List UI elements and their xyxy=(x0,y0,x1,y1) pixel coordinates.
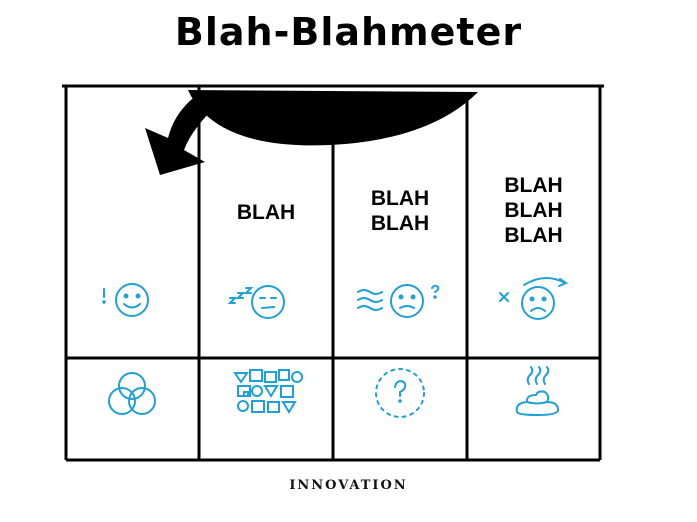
column-4-line-1: BLAH xyxy=(504,174,563,197)
column-2-text: BLAH xyxy=(199,200,333,225)
column-3-text: BLAH BLAH xyxy=(333,186,467,236)
steaming-pile-icon xyxy=(515,366,560,417)
page-title: Blah-Blahmeter xyxy=(174,10,523,54)
column-4-line-2: BLAH xyxy=(504,199,563,222)
meter-grid xyxy=(62,84,604,462)
dotted-circle-question-icon xyxy=(375,368,425,418)
column-4-line-3: BLAH xyxy=(504,224,563,247)
smiley-face-icon xyxy=(102,283,149,317)
frowning-face-icon xyxy=(499,277,569,320)
meter-needle xyxy=(145,90,478,175)
confused-face-icon xyxy=(357,284,440,318)
column-4-text: BLAH BLAH BLAH xyxy=(467,173,600,248)
column-3-line-1: BLAH xyxy=(370,187,430,210)
venn-circles-icon xyxy=(108,372,156,415)
sleepy-face-icon xyxy=(227,285,285,319)
column-2-line-1: BLAH xyxy=(236,201,296,224)
brand-logo: INNOVATION xyxy=(289,478,408,493)
column-3-line-2: BLAH xyxy=(370,212,430,235)
cluttered-shapes-icon xyxy=(233,369,303,414)
